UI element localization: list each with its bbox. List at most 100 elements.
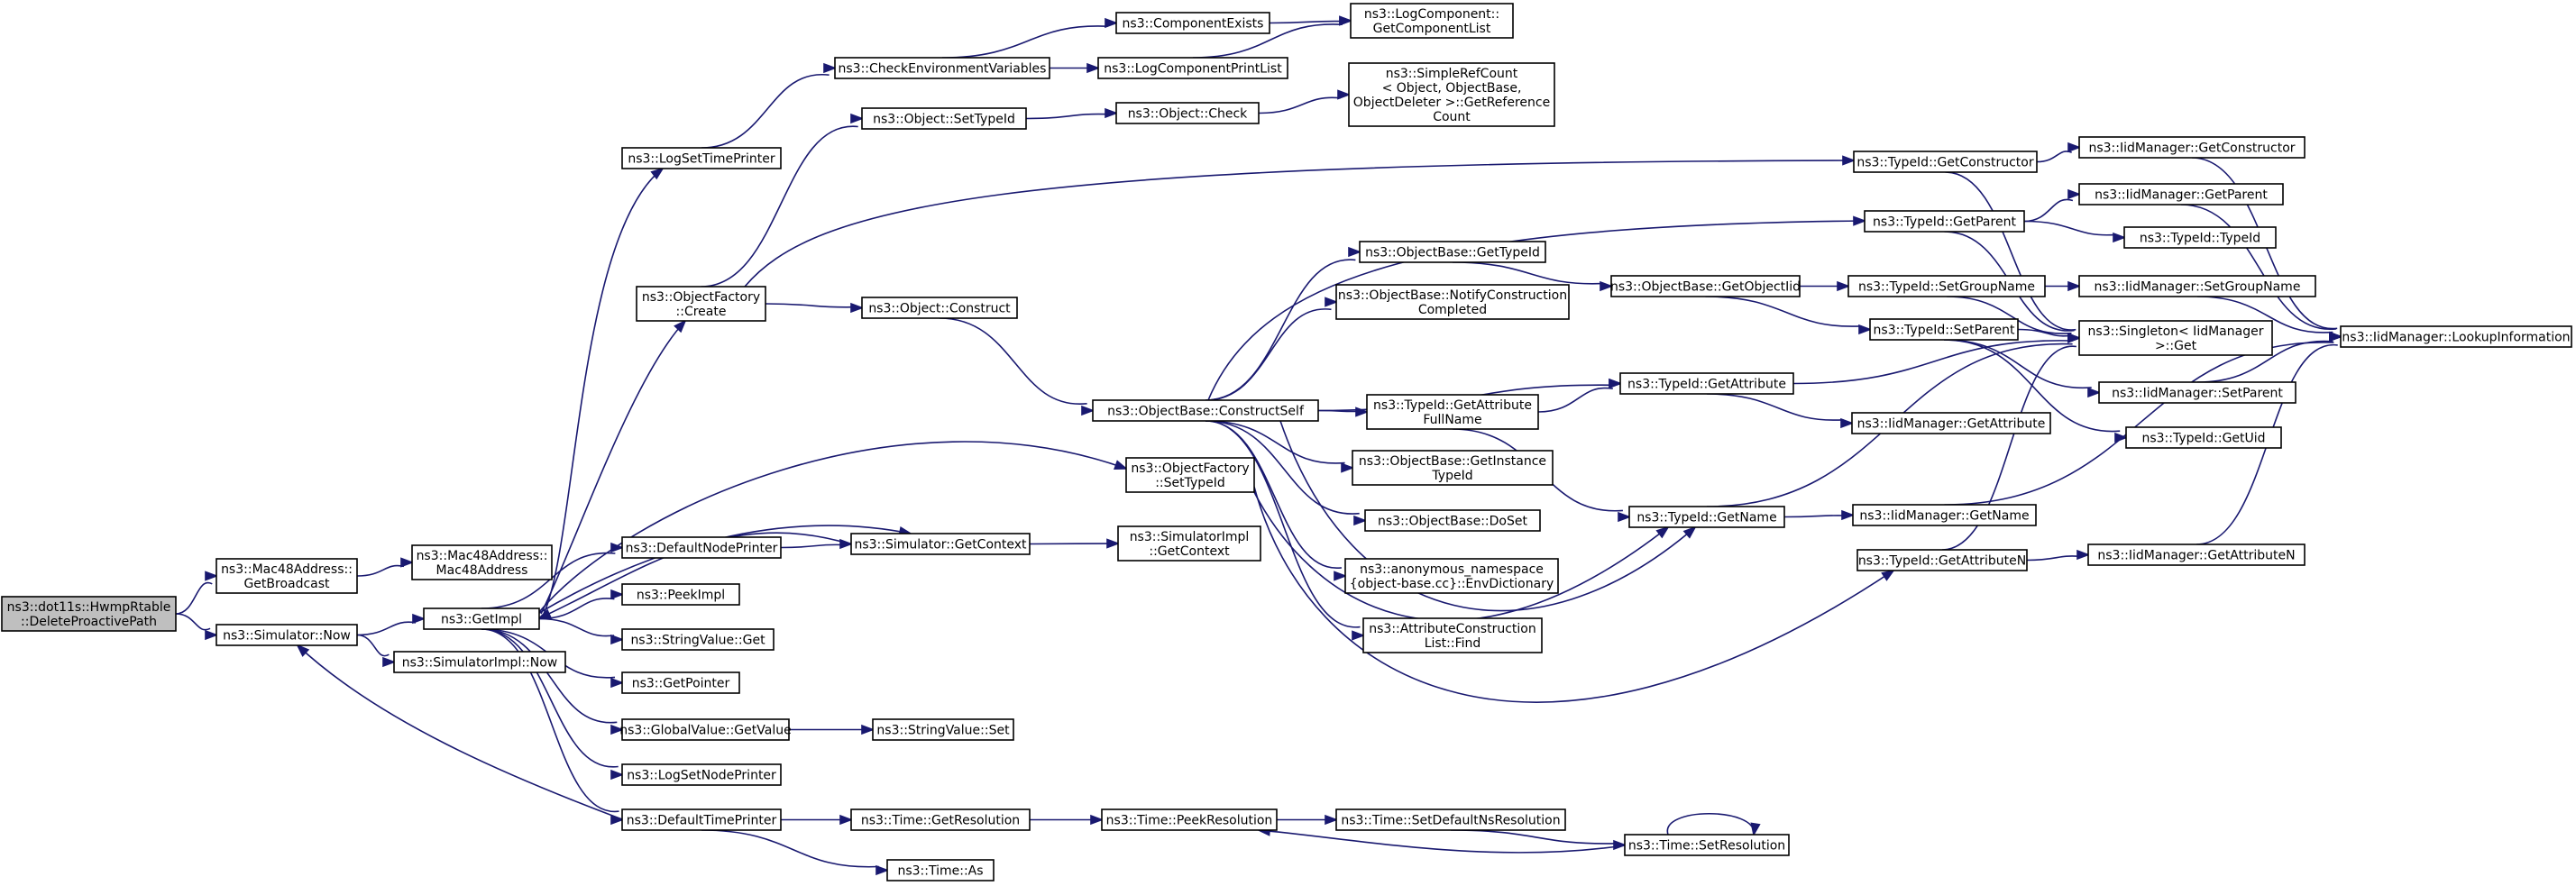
node-logsetnodeprinter[interactable]: ns3::LogSetNodePrinter (621, 763, 782, 786)
node-getcomponentlist[interactable]: ns3::LogComponent::GetComponentList (1350, 3, 1514, 39)
node-box (861, 107, 1027, 130)
node-time-setdefaultns[interactable]: ns3::Time::SetDefaultNsResolution (1335, 808, 1566, 831)
node-simimpl-now[interactable]: ns3::SimulatorImpl::Now (393, 651, 566, 673)
node-typeid-getconstructor[interactable]: ns3::TypeId::GetConstructor (1853, 151, 2038, 173)
node-getpointer[interactable]: ns3::GetPointer (621, 671, 740, 694)
node-label: ns3::ObjectBase::GetTypeId (1365, 246, 1540, 260)
node-label: ns3::Time::As (897, 864, 983, 879)
node-globalvalue-getvalue[interactable]: ns3::GlobalValue::GetValue (619, 718, 792, 741)
node-box (1352, 450, 1554, 486)
node-iid-getattribute[interactable]: ns3::IidManager::GetAttribute (1851, 412, 2051, 434)
node-iid-getname[interactable]: ns3::IidManager::GetName (1852, 504, 2037, 526)
node-simplerefcount[interactable]: ns3::SimpleRefCount< Object, ObjectBase,… (1348, 62, 1555, 127)
node-typeid-getname[interactable]: ns3::TypeId::GetName (1628, 506, 1785, 528)
node-typeid-setgroupname[interactable]: ns3::TypeId::SetGroupName (1847, 275, 2046, 297)
edge-constructself-to-ob_doset (1205, 420, 1368, 526)
node-typeid-typeid[interactable]: ns3::TypeId::TypeId (2123, 226, 2277, 249)
arrowhead (2067, 333, 2082, 343)
node-singleton-get[interactable]: ns3::Singleton< IidManager>::Get (2078, 320, 2273, 356)
node-object-check[interactable]: ns3::Object::Check (1115, 102, 1260, 124)
node-label: ns3::IidManager::GetConstructor (2088, 142, 2295, 156)
node-ob-getobjectiid[interactable]: ns3::ObjectBase::GetObjectIid (1610, 275, 1801, 297)
node-label: ns3::TypeId::GetParent (1873, 215, 2016, 230)
node-box (861, 297, 1018, 319)
node-mac48-getbroadcast[interactable]: ns3::Mac48Address::GetBroadcast (215, 558, 358, 594)
node-object-construct[interactable]: ns3::Object::Construct (861, 297, 1018, 319)
edge-line (1792, 340, 2071, 385)
node-label: ns3::TypeId::GetAttributeN (1858, 554, 2026, 569)
arrowhead (1842, 155, 1856, 166)
node-iid-lookup[interactable]: ns3::IidManager::LookupInformation (2340, 325, 2572, 348)
edge-objfactory_settypeid-to-typeid_getattributen (1253, 486, 1895, 703)
node-ob-notify[interactable]: ns3::ObjectBase::NotifyConstructionCompl… (1335, 284, 1570, 320)
node-label: ns3::SimulatorImpl (1130, 530, 1250, 544)
edge-line (1205, 420, 1361, 628)
node-iid-setparent[interactable]: ns3::IidManager::SetParent (2098, 381, 2296, 404)
node-ob-doset[interactable]: ns3::ObjectBase::DoSet (1364, 509, 1541, 532)
node-mac48-ctor[interactable]: ns3::Mac48Address::Mac48Address (411, 544, 553, 580)
edge-defaulttimeprinter-to-sim_now (296, 644, 623, 820)
edge-line (481, 628, 619, 812)
node-objfactory-settypeid[interactable]: ns3::ObjectFactory::SetTypeId (1125, 457, 1255, 493)
node-time-getresolution[interactable]: ns3::Time::GetResolution (850, 808, 1031, 831)
node-time-peekresolution[interactable]: ns3::Time::PeekResolution (1101, 808, 1278, 831)
node-label: ns3::dot11s::HwmpRtable (7, 600, 171, 615)
arrowhead (1106, 538, 1121, 549)
node-stringvalue-set[interactable]: ns3::StringValue::Set (872, 718, 1014, 741)
node-checkenv[interactable]: ns3::CheckEnvironmentVariables (834, 57, 1050, 79)
node-root[interactable]: ns3::dot11s::HwmpRtable::DeleteProactive… (1, 596, 177, 632)
node-iid-getconstructor[interactable]: ns3::IidManager::GetConstructor (2078, 136, 2306, 159)
node-label: TypeId (1431, 469, 1472, 483)
node-box (621, 536, 782, 559)
node-label: List::Find (1425, 636, 1481, 651)
node-logcomponentprintlist[interactable]: ns3::LogComponentPrintList (1097, 57, 1288, 79)
node-object-settypeid[interactable]: ns3::Object::SetTypeId (861, 107, 1027, 130)
arrowhead (1858, 324, 1873, 335)
edge-line (1666, 812, 1755, 836)
node-typeid-setparent[interactable]: ns3::TypeId::SetParent (1869, 318, 2019, 341)
node-stringvalue-get[interactable]: ns3::StringValue::Get (621, 628, 775, 651)
node-defaulttimeprinter[interactable]: ns3::DefaultTimePrinter (621, 808, 782, 831)
node-typeid-getattributen[interactable]: ns3::TypeId::GetAttributeN (1856, 549, 2028, 571)
node-time-setresolution[interactable]: ns3::Time::SetResolution (1624, 834, 1790, 856)
edge-line (175, 613, 211, 631)
node-box (1853, 151, 2038, 173)
edge-line (941, 25, 1108, 59)
node-defaultnodeprinter[interactable]: ns3::DefaultNodePrinter (621, 536, 782, 559)
node-label: ns3::IidManager::SetGroupName (2095, 280, 2301, 295)
arrowhead (1086, 62, 1101, 74)
node-getimpl[interactable]: ns3::GetImpl (423, 607, 540, 630)
node-peekimpl[interactable]: ns3::PeekImpl (621, 583, 740, 606)
node-time-as[interactable]: ns3::Time::As (886, 859, 995, 881)
node-simimpl-getcontext[interactable]: ns3::SimulatorImpl::GetContext (1117, 525, 1261, 562)
node-ob-gettypeid[interactable]: ns3::ObjectBase::GetTypeId (1359, 241, 1546, 263)
node-constructself[interactable]: ns3::ObjectBase::ConstructSelf (1092, 399, 1319, 422)
node-componentexists[interactable]: ns3::ComponentExists (1115, 12, 1270, 34)
node-logsettimeprinter[interactable]: ns3::LogSetTimePrinter (621, 147, 782, 169)
node-typeid-getparent[interactable]: ns3::TypeId::GetParent (1864, 210, 2025, 233)
arrowhead (1353, 515, 1368, 526)
node-iid-getparent[interactable]: ns3::IidManager::GetParent (2078, 183, 2284, 206)
node-box (1101, 808, 1278, 831)
edge-object_check-to-simplerefcount (1258, 89, 1352, 114)
arrowhead (2067, 142, 2082, 153)
node-sim-getcontext[interactable]: ns3::Simulator::GetContext (850, 533, 1031, 555)
node-anon-envdict[interactable]: ns3::anonymous_namespace{object-base.cc}… (1344, 558, 1559, 594)
arrowhead (1750, 822, 1761, 837)
edge-defaulttimeprinter-to-time_getresolution (781, 814, 854, 826)
node-sim-now[interactable]: ns3::Simulator::Now (215, 624, 358, 646)
node-iid-getattributen[interactable]: ns3::IidManager::GetAttributeN (2087, 543, 2306, 566)
node-typeid-getuid[interactable]: ns3::TypeId::GetUid (2125, 426, 2282, 449)
arrowhead (1600, 280, 1614, 292)
edge-line (538, 441, 1127, 613)
edge-objfactory_create-to-typeid_getconstructor (744, 155, 1856, 288)
node-label: >::Get (2155, 339, 2197, 353)
node-typeid-getattribute[interactable]: ns3::TypeId::GetAttribute (1619, 372, 1794, 395)
node-iid-setgroupname[interactable]: ns3::IidManager::SetGroupName (2078, 275, 2316, 297)
arrowhead (2076, 549, 2091, 561)
node-objfactory-create[interactable]: ns3::ObjectFactory::Create (636, 286, 766, 322)
node-box (1115, 102, 1260, 124)
